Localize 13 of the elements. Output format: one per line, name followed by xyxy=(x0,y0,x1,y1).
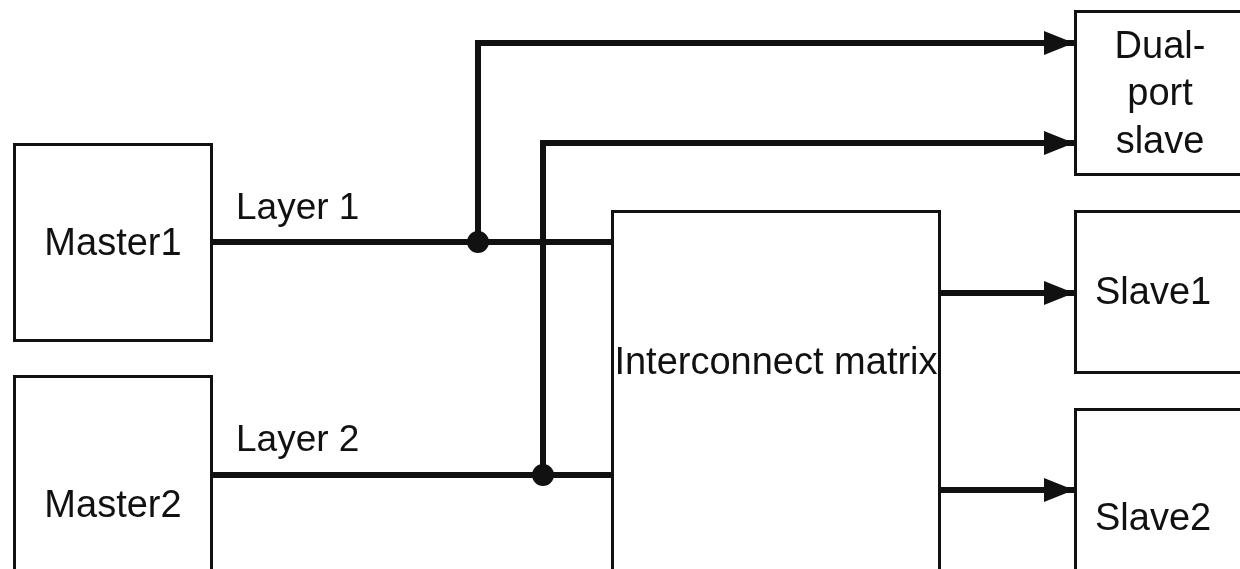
block-box xyxy=(13,375,213,569)
block-label: Master1 xyxy=(44,219,182,265)
block-label: Master2 xyxy=(44,482,182,528)
arrow xyxy=(941,281,1074,305)
block-box xyxy=(13,143,213,342)
block-box xyxy=(1074,210,1240,374)
block-label: Interconnect matrix xyxy=(614,339,938,384)
block-label: Slave2 xyxy=(1095,495,1212,541)
block-label: Slave1 xyxy=(1095,269,1212,315)
block-box xyxy=(1074,10,1240,176)
block-label: Dual-port slave xyxy=(1113,22,1207,163)
block-box xyxy=(611,210,941,569)
arrow xyxy=(941,478,1074,502)
